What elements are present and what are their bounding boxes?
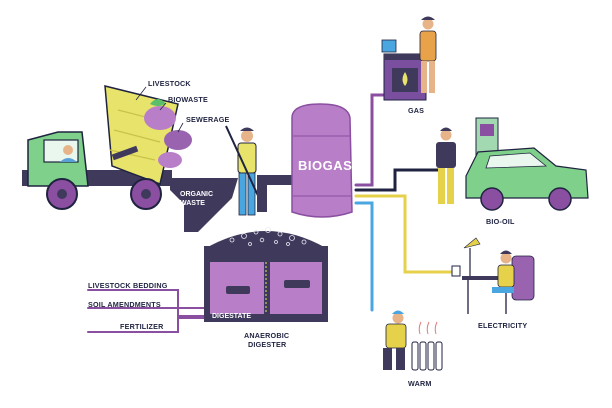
leaf-icon	[150, 99, 166, 106]
pipe-to-electricity	[354, 194, 457, 274]
chair	[511, 255, 535, 301]
digestate-outputs: LIVESTOCK BEDDING SOIL AMENDMENTS FERTIL…	[88, 281, 168, 331]
label-electricity: ELECTRICITY	[478, 321, 527, 330]
digester-gas-pipe	[257, 175, 296, 212]
desk	[462, 276, 512, 280]
label-biowaste: BIOWASTE	[168, 95, 208, 104]
label-livestock: LIVESTOCK	[148, 79, 191, 88]
biogas-tank: BIOGAS	[291, 103, 353, 218]
driver-body	[60, 158, 77, 162]
label-digestate: DIGESTATE	[212, 313, 251, 320]
car-wheel-rear	[548, 187, 572, 211]
label-bio-oil: BIO-OIL	[486, 217, 515, 226]
bio-oil-scene: BIO-OIL	[436, 117, 589, 226]
waste-pile	[144, 99, 192, 168]
radiator	[411, 341, 443, 371]
pipe-to-gas	[354, 93, 387, 187]
pot	[381, 39, 397, 53]
truck-hub-rear	[141, 189, 151, 199]
truck-hub-front	[57, 189, 67, 199]
pipe-to-warm	[354, 201, 374, 312]
bubbles	[229, 227, 307, 246]
pipe-to-bio-oil	[354, 168, 440, 192]
truck-piston	[111, 145, 139, 161]
anaerobic-digester: DIGESTATE	[170, 175, 328, 322]
gas-scene: GAS	[381, 16, 437, 115]
organic-waste-funnel	[170, 178, 238, 232]
driver-head	[63, 145, 73, 155]
pipes	[87, 93, 457, 333]
label-organic-waste-line2: WASTE	[180, 200, 205, 207]
pipe-digestate-bedding	[87, 289, 211, 317]
label-biogas: BIOGAS	[298, 158, 352, 173]
digester-dome	[206, 231, 326, 248]
input-labels: LIVESTOCK BIOWASTE SEWERAGE	[135, 79, 230, 133]
warm-scene: WARM	[383, 310, 443, 388]
pipe-digestate-fertilizer	[87, 317, 211, 333]
electricity-scene: ELECTRICITY	[451, 237, 535, 330]
label-gas: GAS	[408, 106, 424, 115]
label-anaerobic: ANAEROBIC	[244, 331, 289, 340]
label-organic-waste-line1: ORGANIC	[180, 191, 213, 198]
label-warm: WARM	[408, 379, 432, 388]
lamp-icon	[463, 237, 481, 249]
heat-waves-icon	[418, 321, 438, 335]
flame-icon	[402, 72, 408, 86]
label-soil-amendments: SOIL AMENDMENTS	[88, 300, 161, 309]
worker-figure	[225, 125, 261, 216]
label-sewerage: SEWERAGE	[186, 115, 230, 124]
label-livestock-bedding: LIVESTOCK BEDDING	[88, 281, 168, 290]
power-outlet	[451, 265, 461, 277]
tank-body	[291, 103, 353, 218]
truck-window	[43, 139, 79, 163]
car-window	[485, 152, 548, 169]
label-fertilizer: FERTILIZER	[120, 322, 164, 331]
car-wheel-front	[480, 187, 504, 211]
label-digester: DIGESTER	[248, 340, 287, 349]
